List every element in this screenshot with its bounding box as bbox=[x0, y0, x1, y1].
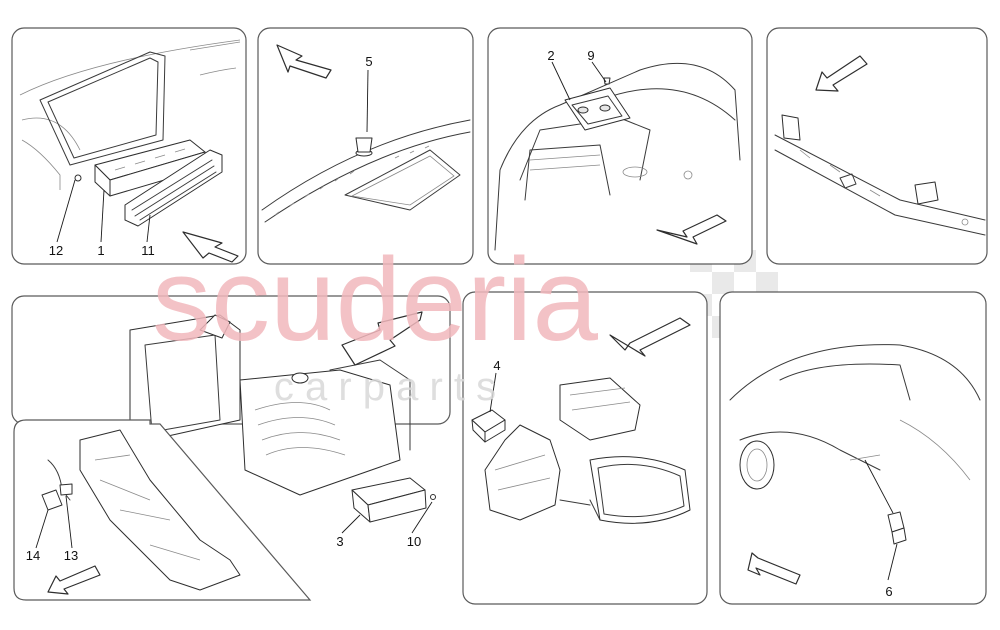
direction-arrow-icon bbox=[815, 55, 868, 92]
direction-arrow-icon bbox=[341, 311, 423, 366]
direction-arrow-icon bbox=[276, 44, 332, 79]
callout-10: 10 bbox=[407, 534, 421, 549]
callout-13: 13 bbox=[64, 548, 78, 563]
callout-11: 11 bbox=[141, 243, 155, 258]
callout-3: 3 bbox=[336, 534, 343, 549]
panel-hvac-unit: 3 10 bbox=[11, 295, 451, 549]
panel-center-console: 2 9 bbox=[487, 27, 753, 265]
watermark-brand: scuderia bbox=[152, 234, 598, 366]
panel-rear-sensor: 6 bbox=[719, 291, 987, 605]
direction-arrow-icon bbox=[609, 317, 691, 357]
callout-6: 6 bbox=[885, 584, 892, 599]
panel-dashboard-controls: 12 1 11 bbox=[11, 27, 247, 265]
callout-4: 4 bbox=[493, 358, 500, 373]
callout-12: 12 bbox=[49, 243, 63, 258]
callout-5: 5 bbox=[365, 54, 372, 69]
callout-1: 1 bbox=[97, 243, 104, 258]
callout-9: 9 bbox=[587, 48, 594, 63]
direction-arrow-icon bbox=[47, 565, 101, 595]
panel-crossmember bbox=[766, 27, 988, 265]
watermark-text: scuderia c a r p a r t s bbox=[152, 234, 598, 409]
callout-14: 14 bbox=[26, 548, 40, 563]
watermark-sub: c a r p a r t s bbox=[274, 365, 496, 409]
panel-lower-duct: 14 13 bbox=[13, 419, 312, 601]
panel-dashboard-sensor: 5 bbox=[257, 27, 474, 265]
direction-arrow-icon bbox=[656, 214, 727, 245]
panel-mirror-module: 4 bbox=[462, 291, 708, 605]
callout-2: 2 bbox=[547, 48, 554, 63]
direction-arrow-icon bbox=[182, 231, 239, 263]
direction-arrow-icon bbox=[747, 552, 801, 585]
